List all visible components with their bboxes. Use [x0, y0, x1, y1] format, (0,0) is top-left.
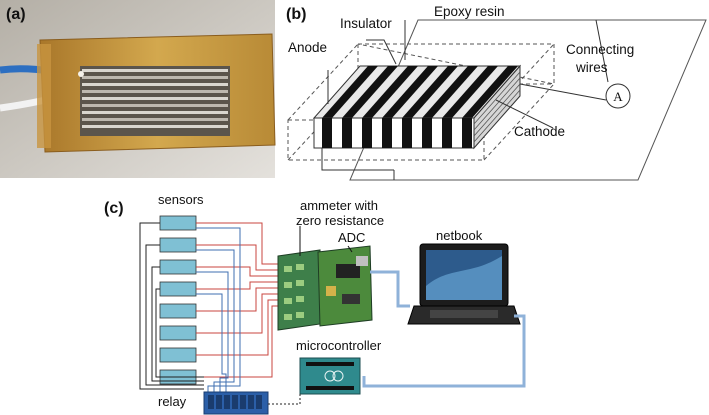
front-stripes [322, 118, 472, 148]
label-microcontroller: microcontroller [296, 338, 382, 353]
block-side [473, 64, 521, 150]
label-ammeter-line2: zero resistance [296, 213, 385, 228]
adc-board-icon [317, 245, 373, 327]
ammeter-board [277, 249, 321, 331]
top-stripes [322, 66, 518, 118]
label-adc: ADC [338, 230, 366, 245]
measurement-system [139, 215, 526, 415]
black-wires [139, 222, 204, 390]
laptop-icon [407, 243, 521, 325]
panel-a: (a) [0, 0, 276, 178]
label-insulator: Insulator [340, 16, 392, 31]
microcontroller-board-icon [299, 357, 361, 395]
usb-cable-adc [370, 270, 410, 308]
panel-b: A (b) Epoxy resin Insulator Anode Connec… [278, 0, 709, 185]
label-cathode: Cathode [514, 124, 566, 139]
red-wires [196, 222, 278, 378]
label-sensors: sensors [158, 192, 204, 207]
panel-c: (c) sensors ammeter with zero resistance… [0, 186, 709, 415]
relay-module-icon [203, 391, 269, 415]
sensor-column [159, 215, 197, 385]
electrode-schematic: A [287, 19, 707, 181]
blue-wires [196, 227, 241, 396]
panel-a-label: (a) [6, 6, 26, 23]
label-wires: wires [576, 60, 608, 75]
side-lines [473, 71, 521, 143]
label-anode: Anode [288, 40, 328, 55]
ammeter-symbol: A [613, 89, 623, 104]
electrode-sample-photo [0, 0, 276, 178]
label-epoxy-resin: Epoxy resin [434, 4, 505, 19]
label-ammeter-line1: ammeter with [300, 198, 379, 213]
panel-b-label: (b) [286, 6, 307, 23]
label-netbook: netbook [436, 228, 483, 243]
panel-c-label: (c) [104, 200, 124, 217]
label-connecting: Connecting [566, 42, 635, 57]
electrode-stripes [80, 66, 230, 136]
label-relay: relay [158, 394, 187, 409]
ammeter-icon [605, 83, 631, 109]
usb-cable-mcu [362, 314, 526, 388]
